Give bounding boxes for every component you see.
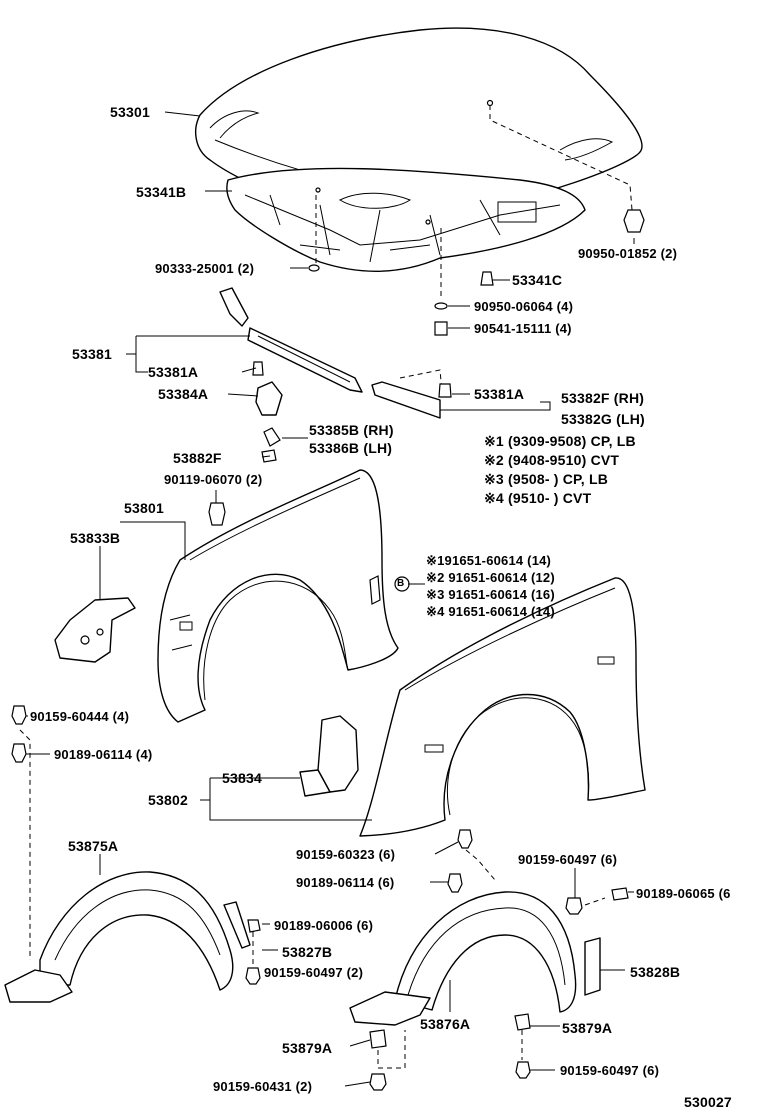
label-53879a-right: 53879A	[562, 1020, 613, 1036]
label-53875a: 53875A	[68, 838, 119, 854]
label-90119-06070: 90119-06070 (2)	[164, 472, 263, 487]
hood-fasteners	[308, 105, 645, 336]
hood-seal-strip	[219, 287, 452, 463]
left-screws	[11, 705, 31, 960]
fender-brace-53834	[299, 715, 359, 797]
clip-note-4: ※4 91651-60614 (14)	[426, 604, 555, 619]
fender-liner-lh	[4, 871, 251, 1003]
label-53381a-left: 53381A	[148, 364, 199, 380]
fender-liner-rh	[349, 891, 601, 1026]
label-53876a: 53876A	[420, 1016, 471, 1032]
leader-lines	[26, 111, 635, 1087]
label-90950-06064: 90950-06064 (4)	[474, 299, 574, 314]
label-90950-01852: 90950-01852 (2)	[578, 246, 678, 261]
label-53802: 53802	[148, 792, 188, 808]
label-53381a-right: 53381A	[474, 386, 525, 402]
clip-note-3: ※3 91651-60614 (16)	[426, 587, 555, 602]
label-90189-06114-a: 90189-06114 (4)	[54, 747, 153, 762]
label-53301: 53301	[110, 104, 150, 120]
label-53384a: 53384A	[158, 386, 209, 402]
note-2: ※2 (9408-9510) CVT	[484, 452, 620, 468]
clip-note-2: ※2 91651-60614 (12)	[426, 570, 555, 585]
label-53834: 53834	[222, 770, 262, 786]
label-90159-60431: 90159-60431 (2)	[213, 1079, 313, 1094]
front-fender-lh	[157, 469, 399, 723]
label-90189-06065: 90189-06065 (6	[636, 886, 731, 901]
label-90159-60444: 90159-60444 (4)	[30, 709, 130, 724]
label-53385b: 53385B (RH)	[309, 422, 394, 438]
label-53381: 53381	[72, 346, 112, 362]
fender-bracket	[54, 597, 136, 663]
label-53879a-left: 53879A	[282, 1040, 333, 1056]
front-fender-rh	[359, 577, 646, 837]
label-90541-15111: 90541-15111 (4)	[474, 321, 572, 336]
catalog-number: 530027	[684, 1094, 732, 1110]
label-90159-60497-b: 90159-60497 (2)	[264, 965, 364, 980]
label-90333-25001: 90333-25001 (2)	[155, 261, 255, 276]
clip-note-1: ※191651-60614 (14)	[426, 553, 552, 568]
label-53341c: 53341C	[512, 272, 563, 288]
note-1: ※1 (9309-9508) CP, LB	[484, 433, 636, 449]
label-53382f: 53382F (RH)	[561, 390, 645, 406]
bolt-90119	[208, 502, 226, 526]
note-4: ※4 (9510- ) CVT	[484, 490, 592, 506]
hood-insulator	[226, 167, 586, 272]
label-53801: 53801	[124, 500, 164, 516]
label-53382g: 53382G (LH)	[561, 411, 645, 427]
label-53882f: 53882F	[173, 450, 222, 466]
label-53341b: 53341B	[136, 184, 187, 200]
label-90159-60323: 90159-60323 (6)	[296, 847, 396, 862]
note-3: ※3 (9508- ) CP, LB	[484, 471, 609, 487]
label-53833b: 53833B	[70, 530, 121, 546]
label-90189-06114-b: 90189-06114 (6)	[296, 875, 395, 890]
clip-b-letter: B	[397, 578, 405, 589]
label-90189-06006: 90189-06006 (6)	[274, 918, 374, 933]
label-90159-60497-a: 90159-60497 (6)	[518, 852, 618, 867]
right-screws	[245, 829, 629, 1091]
label-53827b: 53827B	[282, 944, 333, 960]
label-53828b: 53828B	[630, 964, 681, 980]
label-90159-60497-c: 90159-60497 (6)	[560, 1063, 660, 1078]
label-53386b: 53386B (LH)	[309, 440, 393, 456]
